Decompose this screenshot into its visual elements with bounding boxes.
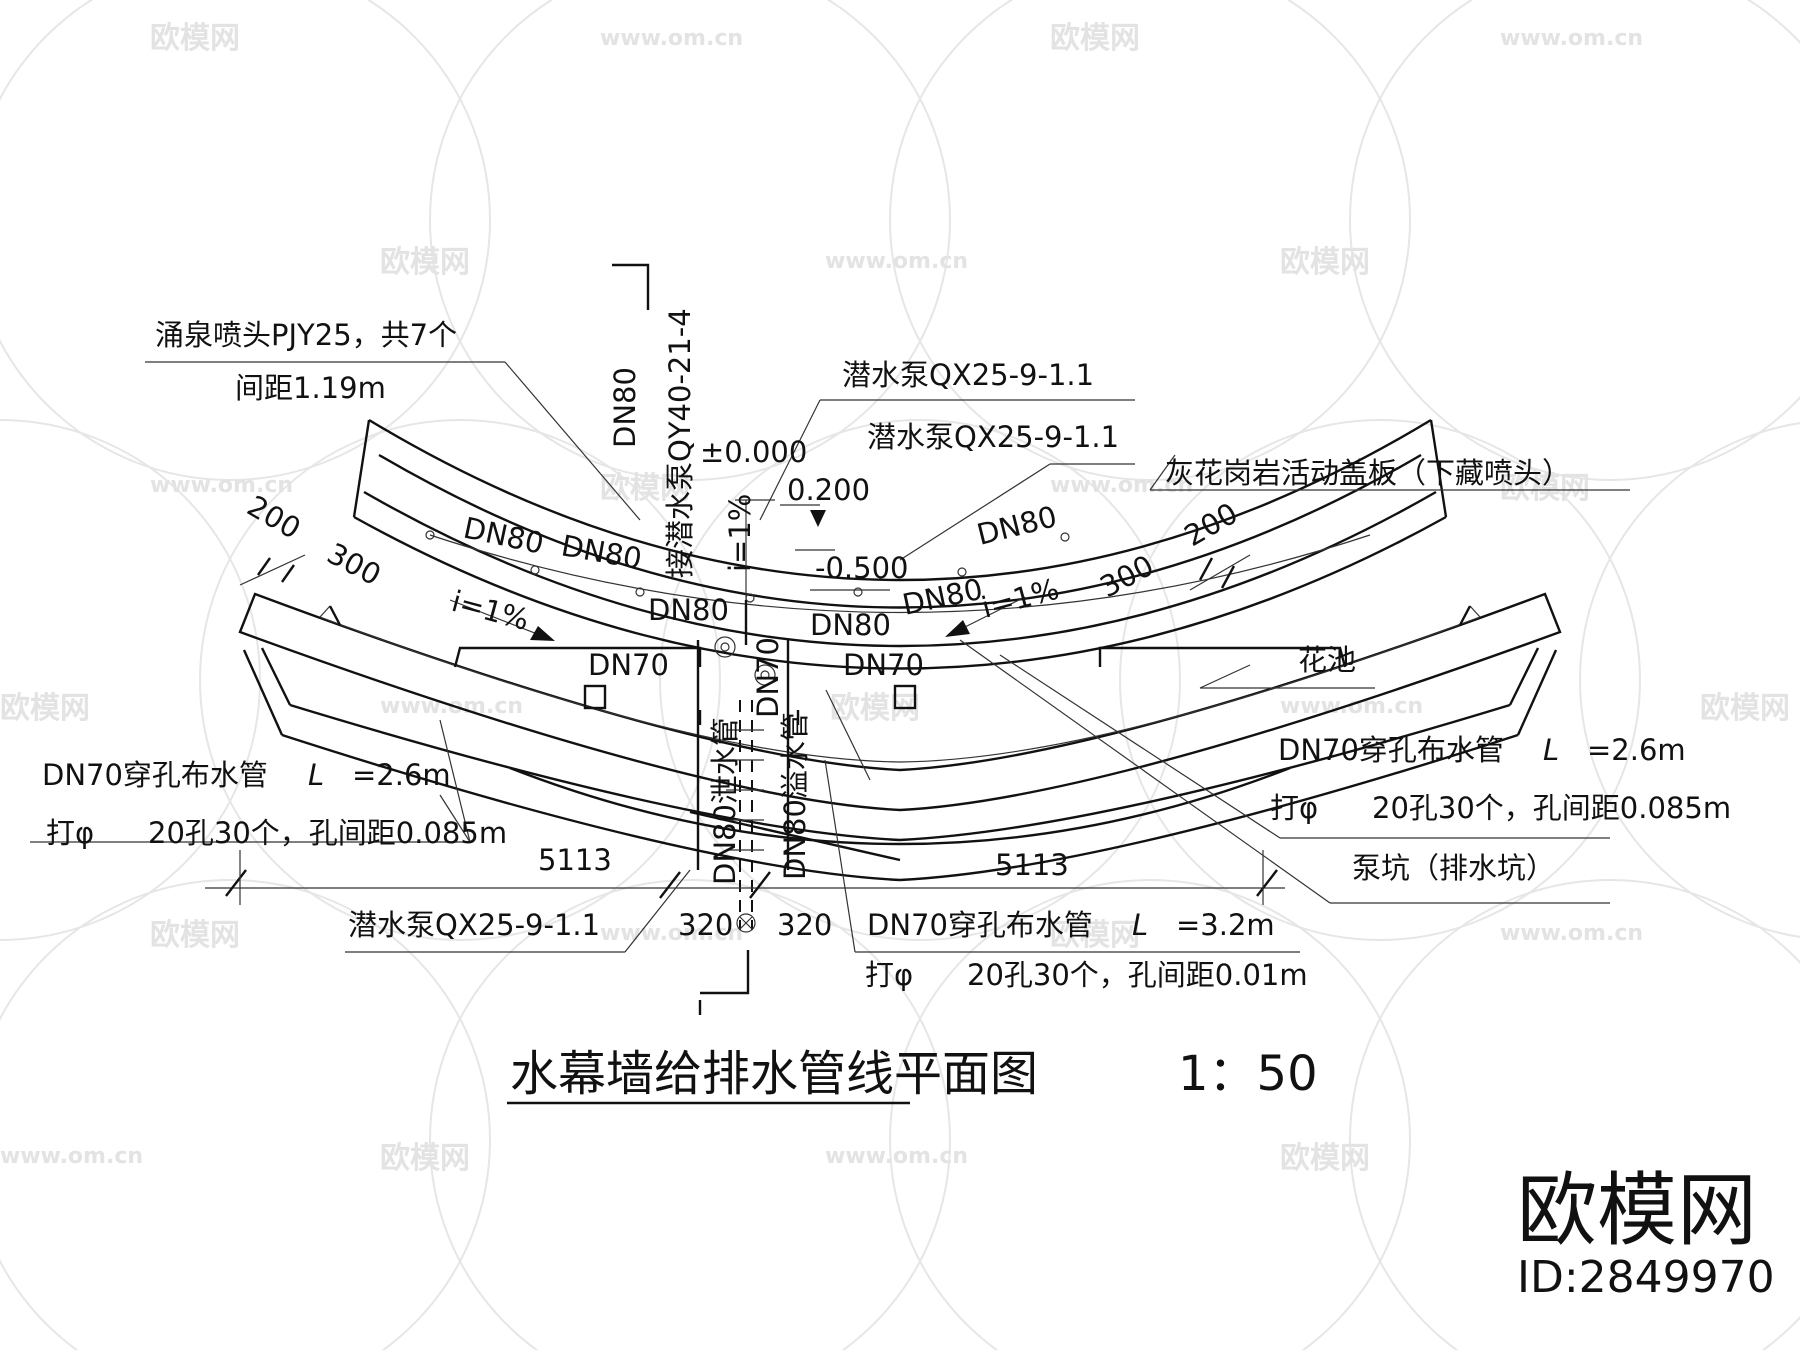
elevation-markers <box>735 499 890 591</box>
dimension-left-5113: 5113 <box>538 843 612 877</box>
perforated-pipe-left-label: DN70穿孔布水管 <box>42 758 268 792</box>
leader-lines <box>30 361 1630 953</box>
brand-logo-text: 欧模网 <box>1517 1164 1757 1257</box>
watermark-url: www.om.cn <box>1280 694 1423 719</box>
perforated-pipe-bottom-length-symbol: L <box>1132 908 1148 942</box>
flower-bed-band <box>238 592 1562 882</box>
watermark-logo: 欧模网 <box>0 691 90 726</box>
watermark-logo: 欧模网 <box>380 245 470 280</box>
elevation-200-label: 0.200 <box>787 473 870 507</box>
perforated-pipe-right-drill: 打φ <box>1270 791 1318 825</box>
dn70-left-label: DN70 <box>588 648 669 682</box>
watermark-logo: 欧模网 <box>1500 471 1590 506</box>
dn80-label-b: DN80 <box>559 528 645 576</box>
perforated-pipe-right-holes: 20孔30个，孔间距0.085m <box>1372 791 1731 825</box>
slope-left-label: i=1% <box>448 584 533 637</box>
pump-label-b: 潜水泵QX25-9-1.1 <box>867 420 1119 454</box>
perforated-pipe-right-label: DN70穿孔布水管 <box>1278 733 1504 767</box>
dn70-right-label: DN70 <box>843 648 924 682</box>
watermark-url: www.om.cn <box>600 921 743 946</box>
pump-label-a: 潜水泵QX25-9-1.1 <box>842 358 1094 392</box>
wall-arcs <box>352 418 1448 670</box>
perforated-pipe-bottom-holes: 20孔30个，孔间距0.01m <box>967 958 1308 992</box>
cover-label: 灰花岗岩活动盖板（下藏喷头） <box>1165 456 1571 490</box>
watermark-logo: 欧模网 <box>1280 245 1370 280</box>
elevation-0-label: ±0.000 <box>700 435 807 469</box>
dn80-label-d: DN80 <box>810 608 891 642</box>
dimension-left-300: 300 <box>322 536 387 592</box>
drawing-title: 水幕墙给排水管线平面图 <box>510 1046 1038 1102</box>
watermark-url: www.om.cn <box>825 1144 968 1169</box>
watermark-logo: 欧模网 <box>150 918 240 953</box>
dn80-label-c: DN80 <box>648 593 729 627</box>
flower-bed-label: 花池 <box>1298 643 1356 677</box>
perforated-pipe-left-holes: 20孔30个，孔间距0.085m <box>148 816 507 850</box>
dn70-vertical-label: DN70 <box>751 637 785 718</box>
fountain-head-label: 涌泉喷头PJY25，共7个 <box>155 318 457 352</box>
perforated-pipe-right-length: =2.6m <box>1587 733 1686 767</box>
dn80-arc-pipe <box>425 530 1371 614</box>
dimension-left-320: 320 <box>678 908 733 942</box>
perforated-pipe-left-length: =2.6m <box>352 758 451 792</box>
watermark-url: www.om.cn <box>0 1144 143 1169</box>
perforated-pipe-bottom-drill: 打φ <box>865 958 913 992</box>
perforated-pipe-right-length-symbol: L <box>1543 733 1559 767</box>
watermark-logo: 欧模网 <box>1700 691 1790 726</box>
watermark-url: www.om.cn <box>1500 26 1643 51</box>
watermark-url: www.om.cn <box>600 26 743 51</box>
dn80-label-a: DN80 <box>461 511 547 561</box>
elevation-neg500-label: -0.500 <box>815 551 909 585</box>
drawing-scale: 1：50 <box>1178 1046 1318 1102</box>
watermark-url: www.om.cn <box>150 473 293 498</box>
inner-lower-arcs <box>319 605 1481 862</box>
pump-bottom-label: 潜水泵QX25-9-1.1 <box>348 908 600 942</box>
section-marks <box>612 263 750 1015</box>
watermark-logo: 欧模网 <box>1050 918 1140 953</box>
dn80-label-f: DN80 <box>973 499 1060 552</box>
watermark-url: www.om.cn <box>1050 473 1193 498</box>
slope-right-label: i=1% <box>978 572 1063 625</box>
watermark-logo: 欧模网 <box>380 1141 470 1176</box>
perforated-pipe-bottom-label: DN70穿孔布水管 <box>867 908 1093 942</box>
center-pipes <box>696 500 790 933</box>
slope-arrows <box>449 510 1026 641</box>
perforated-pipes <box>328 605 1472 725</box>
watermark-url: www.om.cn <box>1500 921 1643 946</box>
perforated-pipe-bottom-length: =3.2m <box>1176 908 1275 942</box>
pump-pit-label: 泵坑（排水坑） <box>1352 851 1555 885</box>
dimension-lines <box>205 554 1285 905</box>
watermark-logo: 欧模网 <box>150 21 240 56</box>
dimension-right-320: 320 <box>777 908 832 942</box>
brand-id: ID:2849970 <box>1517 1252 1775 1303</box>
slope-vertical-label: i=1% <box>723 494 757 572</box>
dn80-vertical-label: DN80 <box>608 367 642 448</box>
overflow-pipe-label: DN80溢水管 <box>778 712 812 880</box>
connect-pump-label: 接潜水泵QY40-21-4 <box>663 308 697 578</box>
perforated-pipe-left-length-symbol: L <box>308 758 324 792</box>
watermark-url: www.om.cn <box>825 249 968 274</box>
drain-pipe-label: DN80泄水管 <box>708 717 742 885</box>
watermark-logo: 欧模网 <box>1050 21 1140 56</box>
annotation-labels: 涌泉喷头PJY25，共7个 间距1.19m 潜水泵QX25-9-1.1 潜水泵Q… <box>42 308 1731 992</box>
watermark-logo: 欧模网 <box>1280 1141 1370 1176</box>
dimension-right-5113: 5113 <box>995 848 1069 882</box>
spacing-label: 间距1.19m <box>235 371 386 405</box>
watermark-logo: 欧模网 <box>600 471 690 506</box>
perforated-pipe-left-drill: 打φ <box>46 816 94 850</box>
